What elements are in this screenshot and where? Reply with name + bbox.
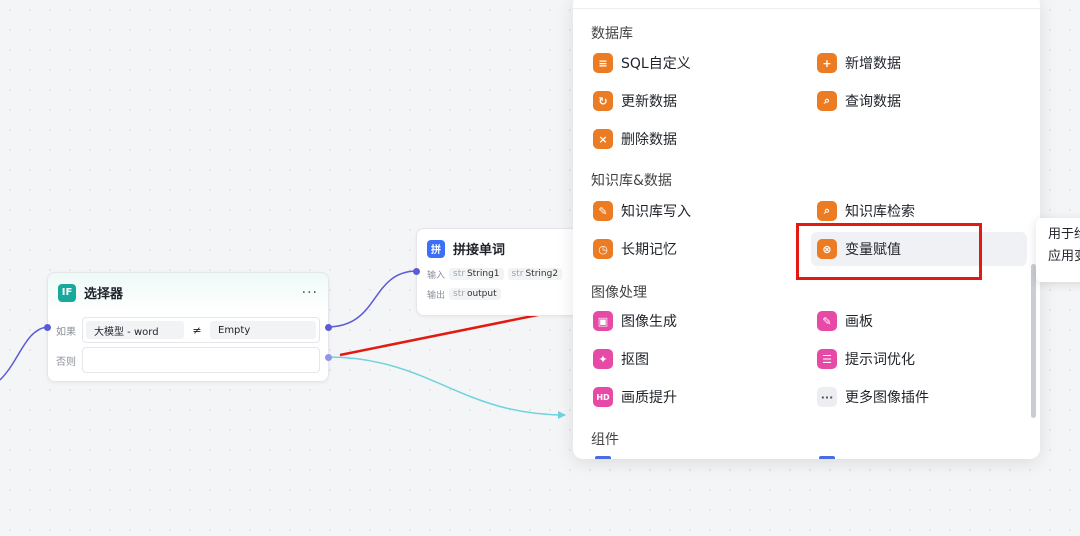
else-branch-row: 否则 [56,347,320,373]
item-tooltip: 用于给 应用变 [1036,218,1080,282]
section-title-knowledge: 知识库&数据 [591,173,672,189]
item-label: 删除数据 [621,132,677,148]
tooltip-line-1: 用于给 [1048,227,1080,242]
item-more-image-plugins[interactable]: ··· 更多图像插件 [817,384,929,410]
knowledge-write-icon: ✎ [593,201,613,221]
item-label: 图像生成 [621,314,677,330]
database-add-icon: + [817,53,837,73]
section-title-image: 图像处理 [591,285,647,301]
item-label: SQL自定义 [621,56,691,72]
item-knowledge-write[interactable]: ✎ 知识库写入 [593,198,691,224]
variable-assign-icon: ⊗ [817,239,837,259]
annotation-highlight-box [796,223,982,280]
database-search-icon: ⌕ [817,91,837,111]
condition-operator[interactable]: ≠ [192,323,202,337]
item-label: 知识库检索 [845,204,915,220]
node-picker-panel[interactable]: 数据库 ≡ SQL自定义 + 新增数据 ↻ 更新数据 ⌕ 查询数据 × 删除数据… [573,0,1040,459]
else-label: 否则 [56,356,76,368]
if-output-port[interactable] [325,324,332,331]
concat-icon: 拼 [427,239,445,258]
output-label: 输出 [427,290,446,301]
if-branch-row: 如果 大模型 - word ≠ Empty [56,317,320,343]
item-label: 新增数据 [845,56,901,72]
concat-node-title: 拼接单词 [453,243,506,258]
hd-icon: HD [593,387,613,407]
item-label: 知识库写入 [621,204,691,220]
condition-box[interactable]: 大模型 - word ≠ Empty [82,317,320,343]
if-label: 如果 [56,326,76,338]
item-label: 抠图 [621,352,649,368]
item-knowledge-search[interactable]: ⌕ 知识库检索 [817,198,915,224]
list-icon: ☰ [817,349,837,369]
hover-highlight [811,232,1027,266]
item-variable-assign[interactable]: ⊗ 变量赋值 [817,236,901,262]
database-icon: ≡ [593,53,613,73]
database-update-icon: ↻ [593,91,613,111]
item-insert-data[interactable]: + 新增数据 [817,50,901,76]
item-label: 更多图像插件 [845,390,929,406]
knowledge-search-icon: ⌕ [817,201,837,221]
memory-icon: ◷ [593,239,613,259]
condition-left-field[interactable]: 大模型 - word [86,321,184,339]
item-label: 提示词优化 [845,352,915,368]
item-query-data[interactable]: ⌕ 查询数据 [817,88,901,114]
panel-top-divider [573,0,1040,9]
else-box[interactable] [82,347,320,373]
wire-cyan-arrowhead [558,411,566,419]
item-label: 画质提升 [621,390,677,406]
item-image-generate[interactable]: ▣ 图像生成 [593,308,677,334]
section-title-components: 组件 [591,432,619,448]
component-icon-partial [595,456,611,459]
item-label: 变量赋值 [845,242,901,258]
selector-node[interactable]: IF 选择器 ··· 如果 大模型 - word ≠ Empty 否则 [44,272,332,382]
input-label: 输入 [427,270,446,281]
item-label: 查询数据 [845,94,901,110]
if-icon: IF [58,283,76,302]
item-sql-custom[interactable]: ≡ SQL自定义 [593,50,691,76]
wire-incoming [0,326,48,381]
selector-node-title: 选择器 [84,287,124,302]
item-update-data[interactable]: ↻ 更新数据 [593,88,677,114]
concat-input-port[interactable] [413,268,420,275]
component-icon-partial-2 [819,456,835,459]
wire-else-to-panel [326,356,566,416]
section-title-database: 数据库 [591,26,633,42]
wire-if-to-concat [326,270,417,328]
item-long-term-memory[interactable]: ◷ 长期记忆 [593,236,677,262]
item-prompt-optimize[interactable]: ☰ 提示词优化 [817,346,915,372]
item-label: 更新数据 [621,94,677,110]
else-output-port[interactable] [325,354,332,361]
panel-scrollbar[interactable] [1031,264,1036,418]
item-canvas[interactable]: ✎ 画板 [817,308,873,334]
condition-right-field[interactable]: Empty [210,321,316,339]
item-label: 画板 [845,314,873,330]
canvas-icon: ✎ [817,311,837,331]
item-cutout[interactable]: ✦ 抠图 [593,346,649,372]
more-options-icon[interactable]: ··· [301,284,318,301]
cutout-icon: ✦ [593,349,613,369]
database-delete-icon: × [593,129,613,149]
item-quality-enhance[interactable]: HD 画质提升 [593,384,677,410]
image-icon: ▣ [593,311,613,331]
item-label: 长期记忆 [621,242,677,258]
item-delete-data[interactable]: × 删除数据 [593,126,677,152]
tooltip-line-2: 应用变 [1048,249,1080,264]
selector-input-port[interactable] [44,324,51,331]
more-icon: ··· [817,387,837,407]
